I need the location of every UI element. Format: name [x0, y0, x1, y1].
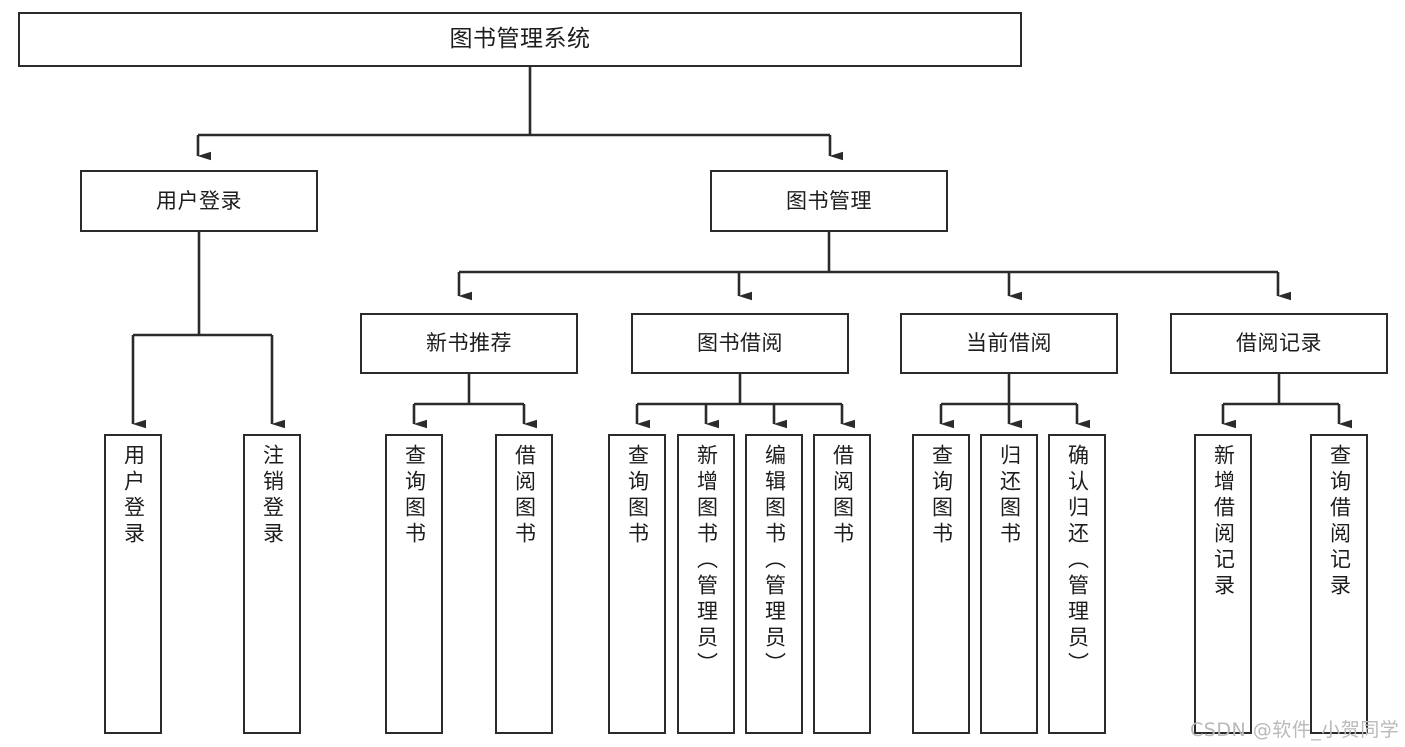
node-label: 查询图书: [929, 444, 954, 548]
node-root-system[interactable]: 图书管理系统: [18, 12, 1022, 67]
node-book-borrow[interactable]: 图书借阅: [631, 313, 849, 374]
node-label: 注销登录: [260, 444, 285, 548]
node-label: 新增图书（管理员）: [694, 444, 719, 678]
node-label: 新增借阅记录: [1211, 444, 1236, 600]
node-borrow-record[interactable]: 借阅记录: [1170, 313, 1388, 374]
node-label: 查询图书: [625, 444, 650, 548]
node-label: 确认归还（管理员）: [1065, 444, 1090, 678]
node-label: 图书管理系统: [449, 25, 591, 52]
node-label: 图书管理: [786, 188, 872, 213]
node-label: 当前借阅: [966, 331, 1052, 356]
leaf-cb-confirm-return-admin[interactable]: 确认归还（管理员）: [1048, 434, 1106, 734]
leaf-bb-add-book-admin[interactable]: 新增图书（管理员）: [677, 434, 735, 734]
leaf-bb-borrow-book[interactable]: 借阅图书: [813, 434, 871, 734]
node-label: 借阅图书: [830, 444, 855, 548]
node-current-borrow[interactable]: 当前借阅: [900, 313, 1118, 374]
node-label: 图书借阅: [697, 331, 783, 356]
node-label: 归还图书: [997, 444, 1022, 548]
node-label: 查询图书: [402, 444, 427, 548]
leaf-logout[interactable]: 注销登录: [243, 434, 301, 734]
node-new-book-recommend[interactable]: 新书推荐: [360, 313, 578, 374]
node-label: 用户登录: [156, 188, 242, 213]
leaf-bb-query-book[interactable]: 查询图书: [608, 434, 666, 734]
node-label: 借阅图书: [512, 444, 537, 548]
node-user-login[interactable]: 用户登录: [80, 170, 318, 232]
leaf-cb-query-book[interactable]: 查询图书: [912, 434, 970, 734]
leaf-br-add-record[interactable]: 新增借阅记录: [1194, 434, 1252, 734]
node-label: 新书推荐: [426, 331, 512, 356]
node-label: 用户登录: [121, 444, 146, 548]
leaf-nb-query-book[interactable]: 查询图书: [385, 434, 443, 734]
node-label: 查询借阅记录: [1327, 444, 1352, 600]
leaf-br-query-record[interactable]: 查询借阅记录: [1310, 434, 1368, 734]
node-label: 编辑图书（管理员）: [762, 444, 787, 678]
leaf-nb-borrow-book[interactable]: 借阅图书: [495, 434, 553, 734]
leaf-bb-edit-book-admin[interactable]: 编辑图书（管理员）: [745, 434, 803, 734]
node-label: 借阅记录: [1236, 331, 1322, 356]
leaf-cb-return-book[interactable]: 归还图书: [980, 434, 1038, 734]
leaf-user-login[interactable]: 用户登录: [104, 434, 162, 734]
node-book-management[interactable]: 图书管理: [710, 170, 948, 232]
csdn-watermark: CSDN @软件_小贺同学: [1190, 719, 1400, 741]
